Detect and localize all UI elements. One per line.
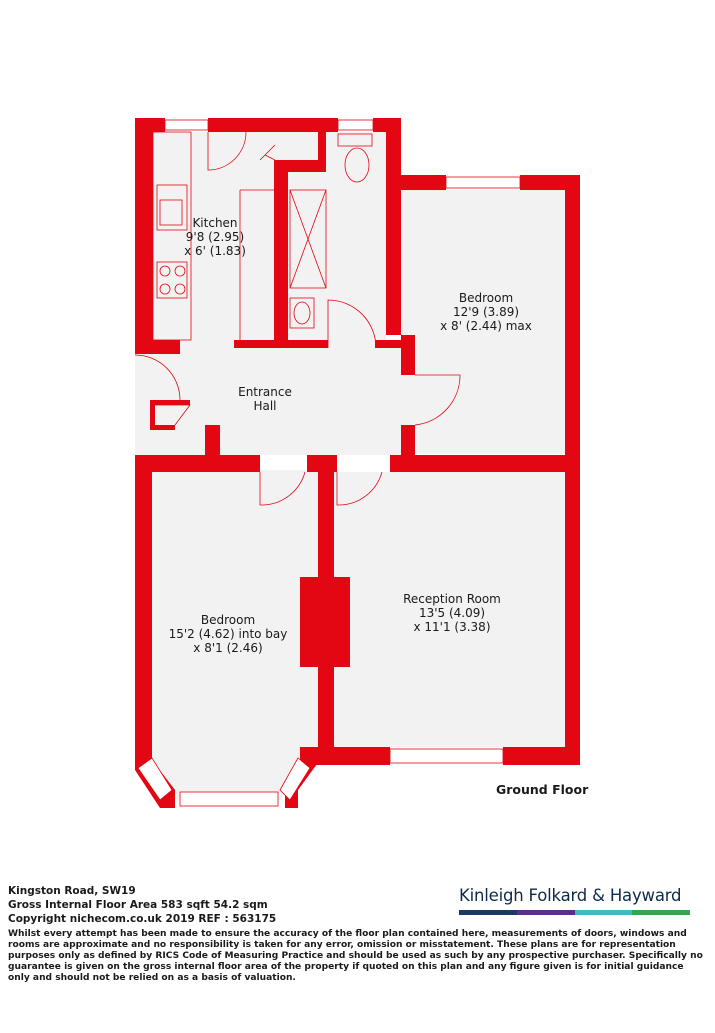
kitchen-dim2: x 6' (1.83) — [184, 244, 246, 258]
footer-info: Kingston Road, SW19 Gross Internal Floor… — [8, 884, 708, 926]
wall-kitchen-bottom-right — [234, 340, 328, 348]
reception-dim2: x 11'1 (3.38) — [413, 620, 490, 634]
brand-logo: Kinleigh Folkard & Hayward — [459, 886, 699, 915]
chimney-breast — [300, 577, 350, 667]
wall-top-left — [135, 118, 165, 132]
wall-cupboard-bottom — [150, 425, 175, 430]
label-entrance-hall: Entrance Hall — [238, 385, 292, 413]
wall-hall-bottom-left — [135, 455, 260, 472]
brand-name: Kinleigh Folkard & Hayward — [459, 886, 682, 905]
wall-top-mid — [208, 118, 338, 132]
label-kitchen: Kitchen 9'8 (2.95) x 6' (1.83) — [184, 216, 246, 258]
window-kitchen — [164, 119, 209, 131]
bedroom-front-name: Bedroom — [201, 613, 255, 627]
bedroom-rear-dim2: x 8' (2.44) max — [440, 319, 532, 333]
kitchen-name: Kitchen — [192, 216, 237, 230]
wall-reception-bottom-right — [503, 747, 580, 765]
fixtures — [152, 131, 373, 341]
window-wc — [337, 119, 374, 131]
door-front — [134, 354, 181, 401]
door-reception — [336, 471, 383, 506]
window-bay-front — [179, 791, 279, 807]
toilet-bowl — [344, 147, 370, 183]
hob — [156, 261, 188, 299]
brand-bar-segment — [632, 910, 690, 915]
windows — [137, 119, 521, 807]
doors — [134, 131, 461, 506]
hob-ring — [174, 265, 186, 277]
toilet-cistern — [337, 133, 373, 147]
hob-ring — [174, 283, 186, 295]
reception-name: Reception Room — [403, 592, 501, 606]
washbasin-bowl — [293, 301, 311, 325]
brand-color-bar — [459, 910, 690, 915]
label-bedroom-front: Bedroom 15'2 (4.62) into bay x 8'1 (2.46… — [169, 613, 288, 655]
door-wc — [259, 144, 276, 161]
hob-ring — [159, 283, 171, 295]
wall-bedroom-bottom — [390, 455, 580, 472]
door-kitchen — [207, 131, 247, 171]
disclaimer: Whilst every attempt has been made to en… — [8, 929, 703, 983]
wall-bedroom-left-lower — [401, 425, 415, 455]
wall-kitchen-left — [135, 118, 153, 354]
wall-reception-bottom-left — [300, 747, 390, 765]
bedroom-front-dim2: x 8'1 (2.46) — [193, 641, 262, 655]
bedroom-front-dim1: 15'2 (4.62) into bay — [169, 627, 288, 641]
bedroom-rear-dim1: 12'9 (3.89) — [453, 305, 519, 319]
brand-bar-segment — [574, 910, 633, 915]
sink — [156, 184, 188, 231]
wall-cupboard-right — [205, 425, 220, 455]
wall-bedroom-left-upper — [386, 175, 401, 335]
wall-bedroom-left-jog — [401, 335, 415, 375]
counter-line — [239, 189, 274, 340]
wall-kitchen-bottom — [135, 340, 180, 354]
sink-bowl — [159, 199, 183, 226]
entrance-line2: Hall — [253, 399, 276, 413]
washbasin — [289, 297, 315, 329]
window-bay-right — [279, 757, 311, 801]
kitchen-counter — [152, 131, 192, 341]
window-bay-left — [137, 757, 173, 801]
brand-bar-segment — [516, 910, 575, 915]
window-bedroom-rear — [445, 176, 521, 189]
brand-bar-segment — [459, 910, 517, 915]
kitchen-dim1: 9'8 (2.95) — [186, 230, 244, 244]
wall-wc-divider — [318, 130, 326, 172]
wall-front-left — [135, 455, 152, 747]
floor-plan: Kitchen 9'8 (2.95) x 6' (1.83) Bedroom 1… — [134, 118, 589, 808]
reception-dim1: 13'5 (4.09) — [419, 606, 485, 620]
floor-area — [135, 132, 566, 800]
door-bedroom-rear — [414, 374, 461, 426]
window-reception — [389, 748, 504, 764]
bedroom-rear-name: Bedroom — [459, 291, 513, 305]
wall-bath-right — [386, 118, 401, 190]
wall-kitchen-bath — [274, 160, 288, 348]
wall-cupboard-side — [150, 400, 155, 430]
bath-diagonal — [289, 189, 327, 289]
wall-bath-bottom-right — [375, 340, 401, 348]
hob-ring — [159, 265, 171, 277]
door-bedroom-front — [259, 471, 306, 506]
copyright: Copyright nichecom.co.uk 2019 REF : 5631… — [8, 913, 277, 925]
bath — [289, 189, 327, 289]
wall-hall-bottom-mid — [307, 455, 337, 472]
floor-label: Ground Floor — [496, 782, 589, 797]
door-cupboard — [155, 404, 191, 426]
entrance-line1: Entrance — [238, 385, 292, 399]
wall-cupboard-top — [150, 400, 190, 405]
door-bathroom — [327, 299, 377, 349]
address: Kingston Road, SW19 — [8, 885, 136, 897]
label-reception: Reception Room 13'5 (4.09) x 11'1 (3.38) — [403, 592, 501, 634]
floor-area: Gross Internal Floor Area 583 sqft 54.2 … — [8, 899, 268, 911]
label-bedroom-rear: Bedroom 12'9 (3.89) x 8' (2.44) max — [440, 291, 532, 333]
wall-bath-top — [274, 160, 324, 172]
